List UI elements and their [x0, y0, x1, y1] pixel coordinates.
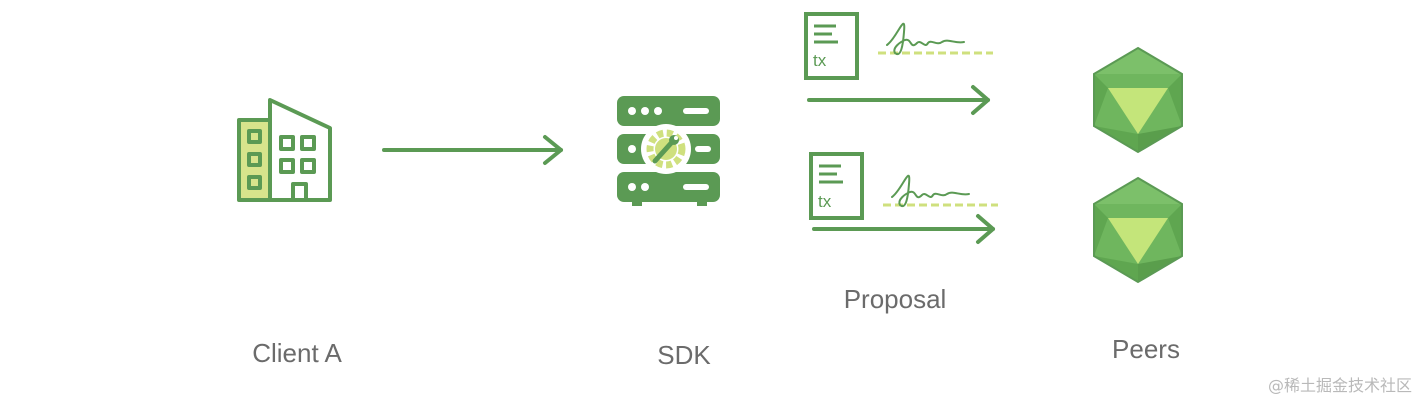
peer-node-icon	[1093, 176, 1183, 284]
signature-icon	[878, 22, 993, 56]
wrench-icon	[652, 135, 679, 164]
sdk-label: SDK	[657, 340, 711, 370]
signature-icon	[883, 174, 998, 208]
watermark: @稀土掘金技术社区	[1267, 376, 1412, 395]
arrow-sdk-to-peer-2	[812, 214, 995, 244]
peer-node-icon	[1093, 46, 1183, 154]
sdk-server-icon	[617, 96, 720, 206]
arrow-sdk-to-peer-1	[807, 85, 990, 115]
tx-document-icon: tx	[809, 152, 864, 220]
building-icon	[237, 98, 332, 202]
tx-label: tx	[818, 192, 832, 211]
peers-label: Peers	[1112, 334, 1180, 364]
tx-document-icon: tx	[804, 12, 859, 80]
proposal-label: Proposal	[843, 284, 947, 314]
tx-label: tx	[813, 51, 827, 70]
arrow-client-to-sdk	[382, 135, 563, 165]
client-label: Client A	[252, 338, 342, 368]
